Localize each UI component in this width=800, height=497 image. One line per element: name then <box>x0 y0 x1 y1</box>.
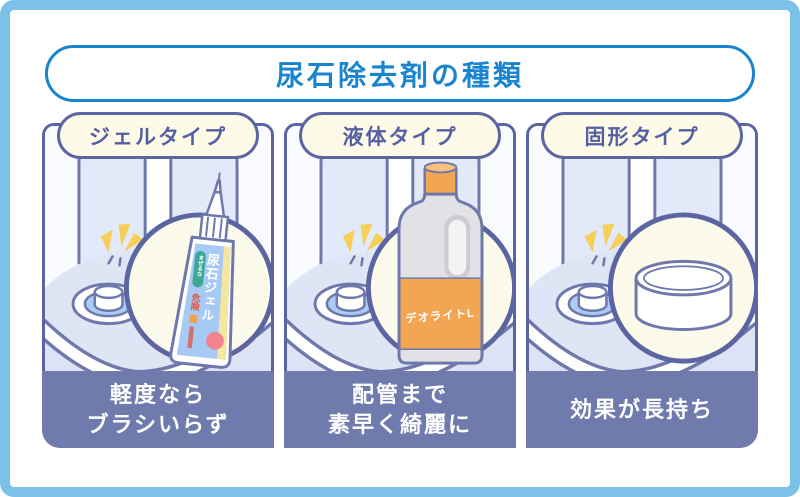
caption-solid: 効果が長持ち <box>526 371 758 448</box>
badge-solid-type: 固形タイプ <box>541 112 743 159</box>
solid-tablet-product <box>634 259 733 331</box>
card-solid-type: 固形タイプ <box>526 112 758 448</box>
drain-icon <box>71 282 146 326</box>
page-title-text: 尿石除去剤の種類 <box>275 59 524 91</box>
card-gel-type: ジェルタイプ <box>42 112 274 448</box>
caption-line: 素早く綺麗に <box>327 412 472 437</box>
gel-illustration: 尿石ジェル まぜるな 危険 <box>42 123 274 371</box>
caption-line: 軽度なら <box>109 381 206 407</box>
caption-line: 効果が長持ち <box>569 396 714 422</box>
gel-warning-text: 危険 <box>189 291 202 312</box>
badge-liquid-type: 液体タイプ <box>299 112 501 159</box>
liquid-bottle-product: デオライトL <box>397 161 484 365</box>
sparkle-icon <box>584 223 628 267</box>
liquid-illustration: デオライトL <box>284 123 516 371</box>
card-liquid-type: 液体タイプ <box>284 112 516 448</box>
drain-icon <box>555 282 630 326</box>
caption-line: ブラシいらず <box>86 412 230 437</box>
badge-label: ジェルタイプ <box>89 125 227 149</box>
gel-tag-text: まぜるな <box>195 253 204 278</box>
page-title: 尿石除去剤の種類 <box>45 45 755 102</box>
badge-label: 固形タイプ <box>584 125 700 149</box>
badge-gel-type: ジェルタイプ <box>57 112 259 159</box>
sparkle-icon <box>342 223 386 267</box>
caption-gel: 軽度なら ブラシいらず <box>42 371 274 448</box>
type-cards: ジェルタイプ <box>42 112 758 448</box>
caption-liquid: 配管まで 素早く綺麗に <box>284 371 516 448</box>
badge-label: 液体タイプ <box>342 125 458 149</box>
caption-line: 配管まで <box>351 381 448 407</box>
gel-tube-product: 尿石ジェル まぜるな 危険 <box>169 172 235 369</box>
solid-illustration <box>526 123 758 371</box>
sparkle-icon <box>100 223 144 267</box>
